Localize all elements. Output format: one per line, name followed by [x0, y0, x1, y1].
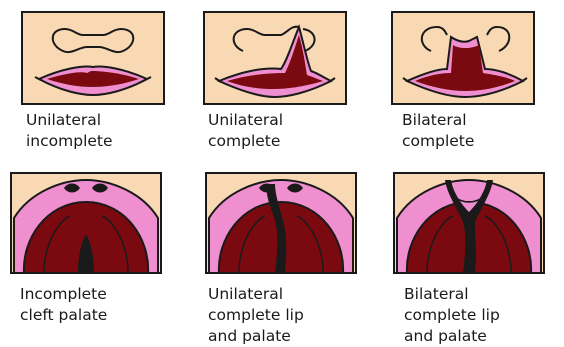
caption-line: cleft palate — [20, 305, 107, 326]
incomplete-cleft-palate-illustration — [10, 172, 162, 274]
caption-line: Unilateral — [26, 110, 113, 131]
unilateral-incomplete-illustration — [21, 11, 165, 105]
unilateral-complete-illustration — [203, 11, 347, 105]
caption-line: complete lip — [208, 305, 304, 326]
diagram-incomplete-cleft-palate — [10, 172, 162, 274]
caption-line: complete — [208, 131, 283, 152]
caption-line: complete lip — [404, 305, 500, 326]
caption-line: Bilateral — [402, 110, 474, 131]
caption-bilateral-complete-lip-palate: Bilateral complete lip and palate — [404, 284, 500, 347]
caption-unilateral-complete: Unilateral complete — [208, 110, 283, 152]
caption-line: Unilateral — [208, 110, 283, 131]
caption-line: Bilateral — [404, 284, 500, 305]
bilateral-complete-lip-palate-illustration — [393, 172, 545, 274]
caption-line: incomplete — [26, 131, 113, 152]
diagram-unilateral-incomplete — [21, 11, 165, 105]
bilateral-complete-illustration — [391, 11, 535, 105]
caption-incomplete-cleft-palate: Incomplete cleft palate — [20, 284, 107, 326]
caption-line: complete — [402, 131, 474, 152]
diagram-bilateral-complete — [391, 11, 535, 105]
caption-bilateral-complete: Bilateral complete — [402, 110, 474, 152]
diagram-bilateral-complete-lip-palate — [393, 172, 545, 274]
caption-unilateral-complete-lip-palate: Unilateral complete lip and palate — [208, 284, 304, 347]
diagram-unilateral-complete-lip-palate — [205, 172, 357, 274]
caption-line: Incomplete — [20, 284, 107, 305]
caption-unilateral-incomplete: Unilateral incomplete — [26, 110, 113, 152]
diagram-unilateral-complete — [203, 11, 347, 105]
caption-line: Unilateral — [208, 284, 304, 305]
unilateral-complete-lip-palate-illustration — [205, 172, 357, 274]
